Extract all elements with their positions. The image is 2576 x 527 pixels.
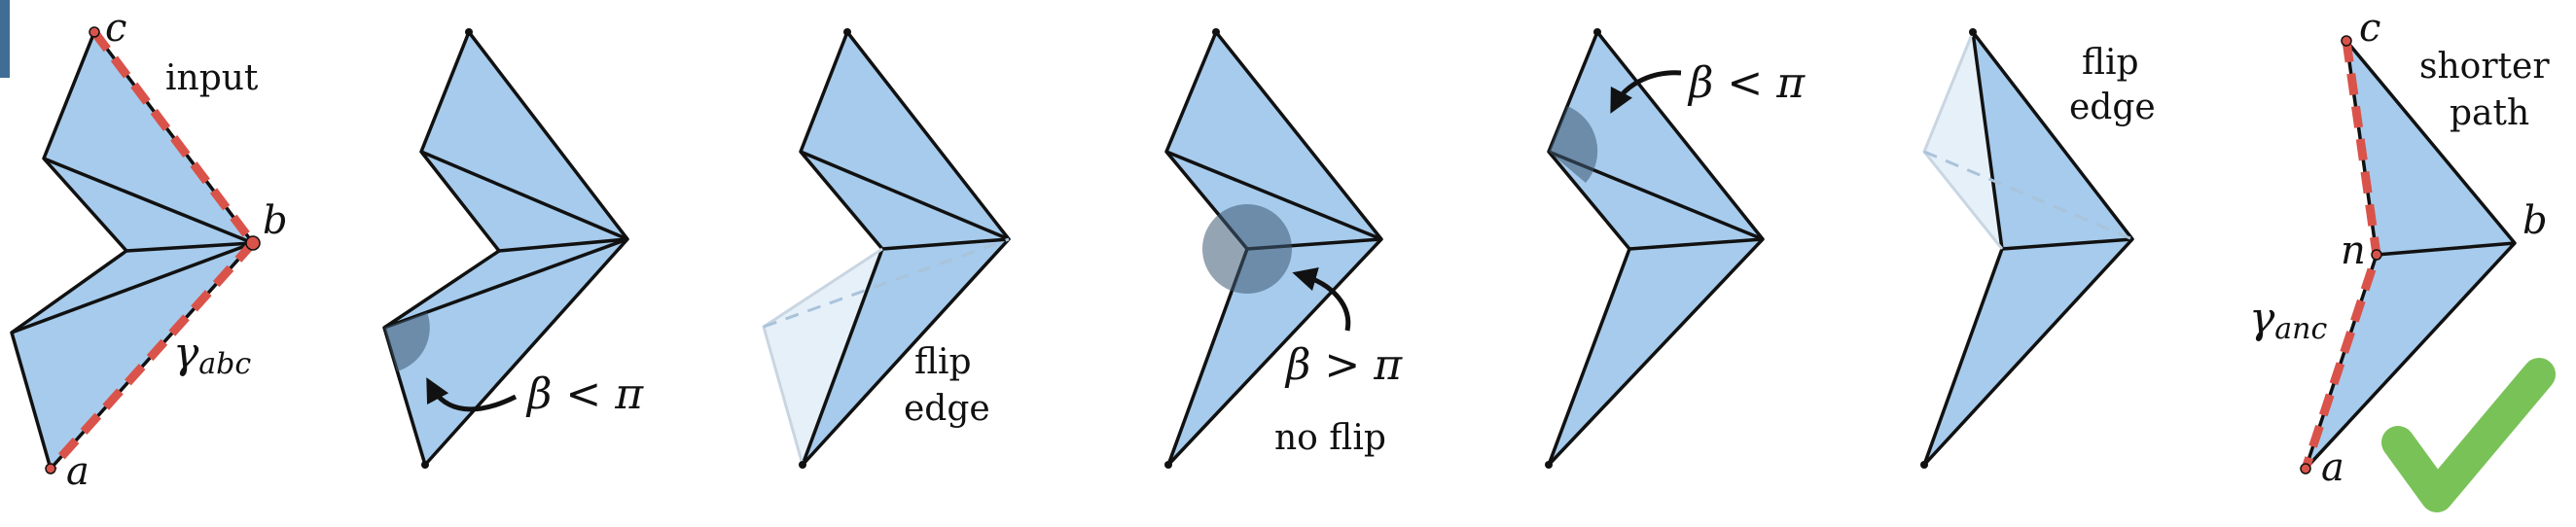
mesh-triangles bbox=[382, 30, 629, 467]
angle-marker bbox=[1202, 204, 1292, 294]
vertex-label-c: c bbox=[2359, 6, 2380, 51]
input-label: input bbox=[165, 58, 259, 98]
panel-angle-small-1: β < π bbox=[382, 28, 644, 469]
mesh-triangles bbox=[1164, 30, 1383, 467]
panel-angle-large: β > π no flip bbox=[1164, 28, 1403, 469]
flip-label-line1: flip bbox=[2082, 43, 2139, 83]
no-flip-label: no flip bbox=[1274, 418, 1386, 458]
vertex-label-n: n bbox=[2341, 228, 2366, 273]
mesh-triangles bbox=[762, 30, 1011, 467]
mesh-triangles bbox=[1922, 30, 2134, 467]
shorter-label-line1: shorter bbox=[2419, 47, 2550, 87]
angle-marker bbox=[384, 312, 430, 371]
vertex-label-b: b bbox=[263, 198, 288, 243]
angle-label: β < π bbox=[1687, 58, 1806, 108]
mesh-triangles bbox=[2304, 39, 2517, 471]
vertex-label-b: b bbox=[2522, 198, 2548, 243]
vertex-dot-a bbox=[45, 463, 56, 474]
curved-arrow bbox=[426, 377, 518, 412]
check-mark-icon bbox=[2381, 358, 2556, 512]
mesh-triangles bbox=[10, 30, 255, 471]
panel-flip-1: flip edge bbox=[762, 28, 1011, 469]
panel-result: c n b a γanc shorter path bbox=[2249, 6, 2556, 512]
flip-label-line2: edge bbox=[904, 389, 990, 429]
vertex-label-c: c bbox=[105, 6, 126, 51]
flip-label-line2: edge bbox=[2069, 88, 2156, 127]
vertex-dot-c bbox=[89, 26, 100, 38]
curved-arrow bbox=[1610, 70, 1682, 114]
panel-angle-small-2: β < π bbox=[1545, 28, 1806, 469]
panel-input: c b a input γabc bbox=[10, 6, 288, 494]
path-label: γabc bbox=[173, 329, 251, 381]
shorter-label-line2: path bbox=[2450, 93, 2529, 133]
flip-label-line1: flip bbox=[914, 342, 972, 382]
panel-flip-2: flip edge bbox=[1920, 28, 2156, 469]
mesh-triangles bbox=[1547, 30, 1765, 467]
path-label: γanc bbox=[2249, 294, 2328, 346]
angle-marker bbox=[1549, 106, 1598, 183]
vertex-dot-b bbox=[245, 235, 261, 251]
slide-edge-tab bbox=[0, 0, 10, 78]
geodesic-path bbox=[47, 29, 258, 473]
curved-arrow bbox=[1292, 267, 1351, 332]
angle-label: β < π bbox=[525, 369, 644, 419]
angle-label: β > π bbox=[1284, 340, 1403, 390]
vertex-label-a: a bbox=[2321, 445, 2344, 490]
vertex-label-a: a bbox=[66, 449, 89, 494]
